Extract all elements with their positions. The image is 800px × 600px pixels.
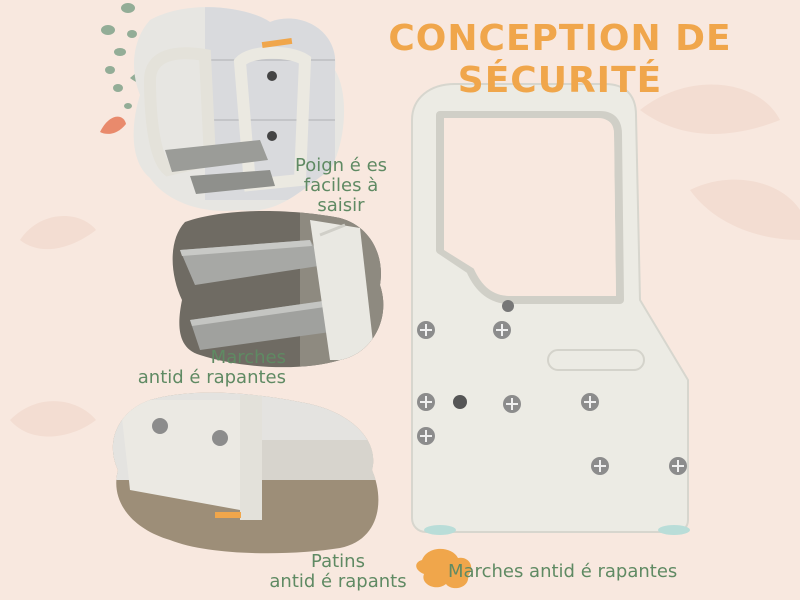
callout-line: Patins <box>311 551 365 572</box>
stool-side-panel <box>411 83 690 535</box>
inset-handles-photo <box>133 7 345 211</box>
callout-line: Marches <box>210 347 286 368</box>
inset-steps-photo <box>172 211 384 368</box>
callout-line: antid é rapantes <box>137 367 286 388</box>
inset-feet-photo <box>112 392 379 554</box>
callout-main: Marches antid é rapantes <box>448 562 698 582</box>
leaf-icon <box>100 116 126 134</box>
page-title-line1: CONCEPTION DE <box>388 18 732 59</box>
paw-blob-icon <box>416 548 472 589</box>
callout-line: saisir <box>317 195 365 216</box>
callout-steps: Marches antid é rapantes <box>106 348 286 388</box>
callout-feet: Patins antid é rapants <box>258 552 418 592</box>
leaf-icon <box>10 401 96 437</box>
callout-handles: Poign é es faciles à saisir <box>286 156 396 216</box>
callout-line: faciles à <box>303 175 379 196</box>
screw-icon <box>212 430 228 446</box>
screw-icon <box>152 418 168 434</box>
decorative-dots <box>101 3 137 109</box>
callout-line: Poign é es <box>294 155 388 176</box>
leaf-icon <box>20 216 96 250</box>
callout-line: antid é rapants <box>269 571 407 592</box>
page-title-line2: SÉCURITÉ <box>457 60 663 101</box>
callout-line: Marches antid é rapantes <box>448 561 678 582</box>
leaf-icon <box>690 179 800 240</box>
leaf-icon <box>640 84 780 134</box>
